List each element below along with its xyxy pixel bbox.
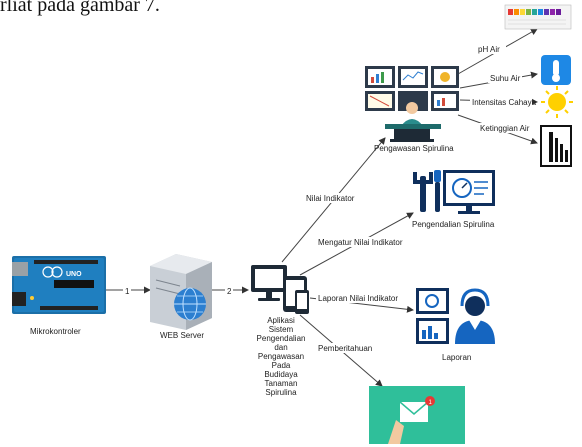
svg-text:1: 1 [429, 400, 433, 406]
devices-icon [251, 265, 309, 314]
label-report: Laporan [442, 353, 471, 362]
edge-label-1-text: 1 [125, 287, 130, 296]
speedometer-monitor-icon [443, 170, 495, 214]
label-suhu: Suhu Air [490, 74, 521, 83]
label-ph: pH Air [478, 45, 500, 54]
app-label-line-7: Budidaya [264, 370, 298, 379]
notification-badge-icon: 1 [425, 396, 435, 406]
water-level-icon [540, 125, 572, 167]
app-label-line-2: Sistem [269, 325, 294, 334]
app-label-line-8: Tanaman [265, 379, 298, 388]
edge-label-mengatur: Mengatur Nilai Indikator [318, 238, 403, 247]
edge-label-pemberitahuan: Pemberitahuan [318, 344, 372, 353]
sun-icon [541, 86, 573, 118]
globe-icon [174, 287, 206, 321]
monitoring-dashboard-icon [365, 66, 459, 111]
label-control: Pengendalian Spirulina [412, 220, 495, 229]
label-web-server: WEB Server [160, 331, 204, 340]
support-agent-icon [455, 288, 495, 344]
operator-person-icon [385, 102, 441, 142]
arduino-board-icon: UNO [12, 256, 106, 314]
ph-scale-icon [504, 4, 572, 30]
caption-text: rliat pada gambar 7. [0, 0, 160, 16]
app-label-line-9: Spirulina [265, 388, 297, 397]
label-cahaya: Intensitas Cahaya [472, 98, 537, 107]
board-label: UNO [66, 271, 82, 278]
edge-label-nilai-indikator: Nilai Indikator [306, 194, 355, 203]
app-label-line-5: Pengawasan [258, 352, 304, 361]
report-screens-icon [416, 288, 449, 344]
app-label-line-3: Pengendalian [257, 334, 306, 343]
app-label-line-6: Pada [272, 361, 291, 370]
thermometer-icon [541, 55, 571, 85]
label-ketinggian: Ketinggian Air [480, 124, 530, 133]
tools-icon [413, 170, 441, 212]
notification-panel [369, 386, 465, 444]
app-label-line-4: dan [274, 343, 287, 352]
label-microcontroller: Mikrokontroler [30, 327, 81, 336]
edge-label-laporan-nilai: Laporan Nilai Indikator [318, 294, 398, 303]
label-monitoring: Pengawasan Spirulina [374, 144, 454, 153]
application-label: Aplikasi Sistem Pengendalian dan Pengawa… [257, 316, 306, 397]
app-label-line-1: Aplikasi [267, 316, 295, 325]
edge-label-2: 2 [227, 287, 232, 296]
